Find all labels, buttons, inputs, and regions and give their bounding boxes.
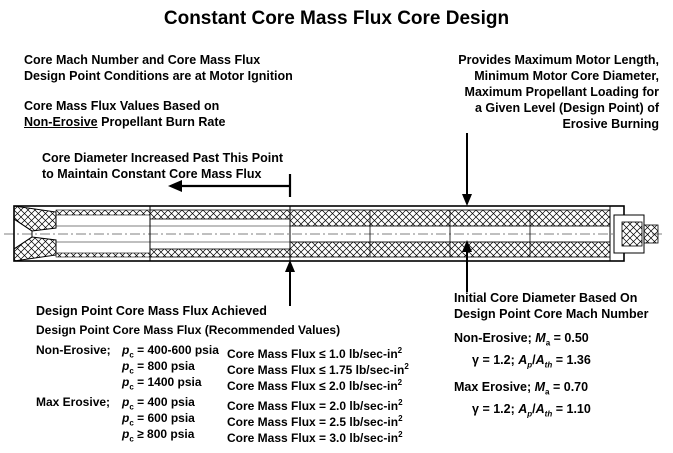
ignition-note-line2: Design Point Conditions are at Motor Ign… <box>24 69 293 83</box>
pc-value: pc = 600 psia <box>122 411 195 428</box>
non-erosive-underlined: Non-Erosive <box>24 115 98 129</box>
non-erosive-label: Non-Erosive; <box>454 331 532 345</box>
provides-line: Erosive Burning <box>562 117 659 131</box>
pc-text: = 800 psia <box>137 359 195 373</box>
non-erosive-mach-row: Non-Erosive; Ma = 0.50 <box>454 331 589 348</box>
flux-text: Core Mass Flux ≤ 1.0 lb/sec-in <box>227 347 398 361</box>
table-row: pc = 1400 psia Core Mass Flux ≤ 2.0 lb/s… <box>36 375 456 393</box>
nozzle <box>13 205 57 262</box>
non-erosive-gamma-row: γ = 1.2; Ap/Ath = 1.36 <box>472 352 591 370</box>
initial-core-arrow <box>462 240 472 292</box>
table-row: pc = 600 psia Core Mass Flux = 2.5 lb/se… <box>36 411 456 429</box>
igniter <box>613 214 659 254</box>
table-row: pc = 800 psia Core Mass Flux ≤ 1.75 lb/s… <box>36 359 456 377</box>
table-row: Max Erosive; pc = 400 psia Core Mass Flu… <box>36 395 456 413</box>
non-erosive-group: Non-Erosive; pc = 400-600 psia Core Mass… <box>36 343 456 393</box>
flux-value: Core Mass Flux = 2.0 lb/sec-in2 <box>227 398 403 413</box>
flux-text: Core Mass Flux ≤ 2.0 lb/sec-in <box>227 379 398 393</box>
max-erosive-gamma-row: γ = 1.2; Ap/Ath = 1.10 <box>472 401 591 419</box>
provides-line: Maximum Propellant Loading for <box>464 85 659 99</box>
pc-value: pc ≥ 800 psia <box>122 427 195 444</box>
mass-flux-note: Core Mass Flux Values Based on Non-Erosi… <box>24 98 225 130</box>
group-label: Non-Erosive; <box>36 343 111 357</box>
table-row: pc ≥ 800 psia Core Mass Flux = 3.0 lb/se… <box>36 427 456 445</box>
pc-text: = 1400 psia <box>137 375 202 389</box>
flux-value: Core Mass Flux ≤ 1.0 lb/sec-in2 <box>227 346 403 361</box>
core-increase-note: Core Diameter Increased Past This Point … <box>42 150 283 182</box>
design-point-achieved: Design Point Core Mass Flux Achieved <box>36 304 267 318</box>
table-row: Non-Erosive; pc = 400-600 psia Core Mass… <box>36 343 456 361</box>
pc-text: = 600 psia <box>137 411 195 425</box>
design-point-arrow <box>285 260 295 306</box>
flux-value: Core Mass Flux = 2.5 lb/sec-in2 <box>227 414 403 429</box>
max-erosive-ma: = 0.70 <box>552 380 589 394</box>
non-erosive-area-ratio: = 1.36 <box>555 352 591 367</box>
mass-flux-note-line2: Non-Erosive Propellant Burn Rate <box>24 114 225 130</box>
provides-arrow <box>462 133 472 206</box>
pc-text: = 400 psia <box>137 395 195 409</box>
flux-text: Core Mass Flux ≤ 1.75 lb/sec-in <box>227 363 405 377</box>
initial-core-line2: Design Point Core Mach Number <box>454 307 649 321</box>
flux-value: Core Mass Flux ≤ 1.75 lb/sec-in2 <box>227 362 409 377</box>
max-erosive-area-ratio: = 1.10 <box>555 401 591 416</box>
non-erosive-ma: = 0.50 <box>553 331 589 345</box>
core-increase-line1: Core Diameter Increased Past This Point <box>42 151 284 165</box>
mass-flux-note-line2-rest: Propellant Burn Rate <box>97 115 226 129</box>
pc-value: pc = 400 psia <box>122 395 195 412</box>
provides-line: Provides Maximum Motor Length, <box>458 53 659 67</box>
motor-case <box>4 205 665 262</box>
provides-line: a Given Level (Design Point) of <box>474 101 659 115</box>
ignition-note: Core Mach Number and Core Mass Flux Desi… <box>24 52 293 84</box>
provides-line: Minimum Motor Core Diameter, <box>474 69 659 83</box>
pc-text: ≥ 800 psia <box>137 427 195 441</box>
page-title: Constant Core Mass Flux Core Design <box>163 8 510 29</box>
pc-value: pc = 1400 psia <box>122 375 202 392</box>
group-label: Max Erosive; <box>36 395 111 409</box>
flux-value: Core Mass Flux = 3.0 lb/sec-in2 <box>227 430 403 445</box>
provides-note: Provides Maximum Motor Length, Minimum M… <box>458 52 659 132</box>
recommended-heading: Design Point Core Mass Flux (Recommended… <box>36 323 341 337</box>
mach-design-values: Non-Erosive; Ma = 0.50 γ = 1.2; Ap/Ath =… <box>454 330 591 422</box>
flux-text: Core Mass Flux = 2.0 lb/sec-in <box>227 399 399 413</box>
max-erosive-gamma: = 1.2; <box>482 401 515 416</box>
mass-flux-note-line1: Core Mass Flux Values Based on <box>24 99 220 113</box>
pc-value: pc = 400-600 psia <box>122 343 219 360</box>
flux-text: Core Mass Flux = 3.0 lb/sec-in <box>227 431 399 445</box>
max-erosive-group: Max Erosive; pc = 400 psia Core Mass Flu… <box>36 395 456 445</box>
pc-text: = 400-600 psia <box>137 343 219 357</box>
initial-core-note: Initial Core Diameter Based On Design Po… <box>454 290 648 322</box>
ignition-note-line1: Core Mach Number and Core Mass Flux <box>24 53 261 67</box>
max-erosive-label: Max Erosive; <box>454 380 532 394</box>
recommended-table: Non-Erosive; pc = 400-600 psia Core Mass… <box>36 343 456 445</box>
core-increase-line2: to Maintain Constant Core Mass Flux <box>42 167 262 181</box>
initial-core-line1: Initial Core Diameter Based On <box>454 291 638 305</box>
non-erosive-gamma: = 1.2; <box>482 352 515 367</box>
core-increase-arrow <box>168 174 292 197</box>
flux-text: Core Mass Flux = 2.5 lb/sec-in <box>227 415 399 429</box>
max-erosive-mach-row: Max Erosive; Ma = 0.70 <box>454 380 589 397</box>
flux-value: Core Mass Flux ≤ 2.0 lb/sec-in2 <box>227 378 403 393</box>
pc-value: pc = 800 psia <box>122 359 195 376</box>
